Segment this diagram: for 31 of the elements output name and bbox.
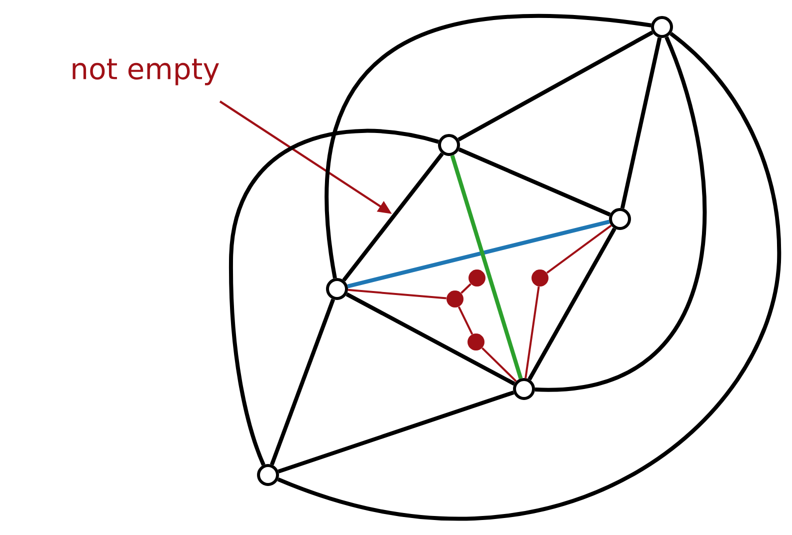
vertex-circle — [326, 278, 348, 300]
edge-line — [528, 228, 616, 380]
dot — [468, 270, 486, 286]
dot — [532, 270, 548, 286]
vertex-circle — [438, 134, 460, 156]
dot — [446, 290, 464, 308]
curved-edge — [325, 14, 652, 278]
curved-edge — [534, 36, 706, 392]
curved-edge — [277, 32, 781, 520]
callout-text: not empty — [72, 58, 219, 86]
edge-line — [346, 292, 516, 386]
edge-line — [482, 347, 517, 382]
edge-line — [546, 224, 612, 274]
curved-edge — [229, 128, 439, 466]
edge-line — [348, 288, 446, 300]
edge-line — [450, 154, 523, 380]
vertex-circle — [651, 16, 673, 38]
edge-line — [278, 390, 514, 474]
dot — [468, 334, 484, 350]
edge-line — [524, 286, 540, 378]
vertex-circle — [257, 464, 279, 486]
edge-line — [458, 306, 474, 335]
vertex-circle — [609, 208, 631, 230]
edge-line — [270, 298, 336, 466]
edge-line — [342, 152, 444, 282]
edge-line — [347, 220, 610, 288]
edge-line — [458, 148, 611, 216]
edge-line — [620, 37, 662, 209]
edge-line — [458, 30, 654, 142]
vertex-circle — [513, 378, 535, 400]
edge-line — [460, 283, 472, 294]
